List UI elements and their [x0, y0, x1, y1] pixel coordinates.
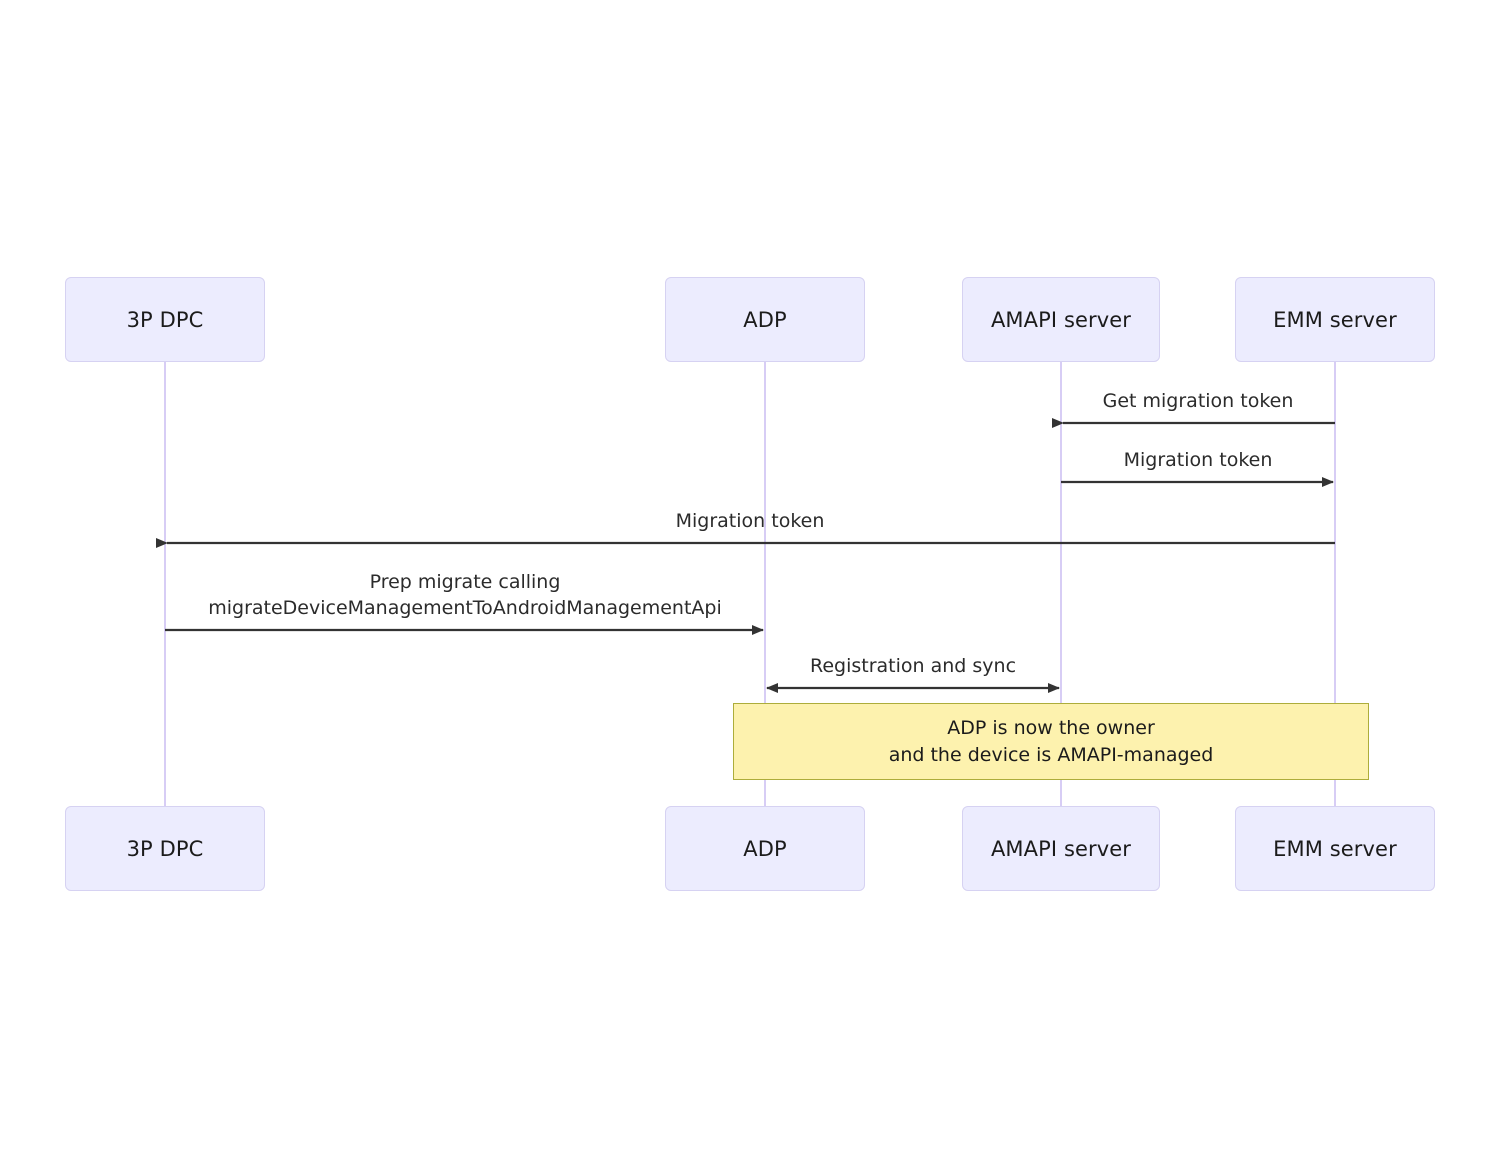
participant-label-amapi: AMAPI server — [990, 307, 1132, 332]
participant-label-bottom-emm: EMM server — [1273, 836, 1397, 861]
participant-box-top-amapi[interactable]: AMAPI server — [962, 277, 1160, 362]
participant-box-bottom-adp[interactable]: ADP — [665, 806, 865, 891]
message-label-prep-migrate: Prep migrate calling migrateDeviceManage… — [208, 571, 722, 619]
participant-box-top-emm[interactable]: EMM server — [1235, 277, 1435, 362]
message-label-registration-and-sync: Registration and sync — [809, 655, 1017, 677]
participant-box-top-dpc[interactable]: 3P DPC — [65, 277, 265, 362]
participant-label-dpc: 3P DPC — [126, 307, 204, 332]
note-adp-is-owner: ADP is now the owner and the device is A… — [733, 703, 1369, 780]
participant-label-adp: ADP — [743, 307, 787, 332]
message-label-get-migration-token: Get migration token — [1102, 390, 1294, 412]
message-label-migration-token-to-dpc: Migration token — [675, 510, 825, 532]
participant-box-top-adp[interactable]: ADP — [665, 277, 865, 362]
participant-label-bottom-dpc: 3P DPC — [126, 836, 204, 861]
participant-box-bottom-emm[interactable]: EMM server — [1235, 806, 1435, 891]
message-label-migration-token-to-emm: Migration token — [1123, 449, 1273, 471]
message-arrows — [156, 418, 1335, 693]
participant-label-bottom-amapi: AMAPI server — [990, 836, 1132, 861]
note-text: ADP is now the owner and the device is A… — [888, 716, 1214, 766]
participant-label-emm: EMM server — [1273, 307, 1397, 332]
participant-label-bottom-adp: ADP — [743, 836, 787, 861]
participant-box-bottom-dpc[interactable]: 3P DPC — [65, 806, 265, 891]
participant-box-bottom-amapi[interactable]: AMAPI server — [962, 806, 1160, 891]
